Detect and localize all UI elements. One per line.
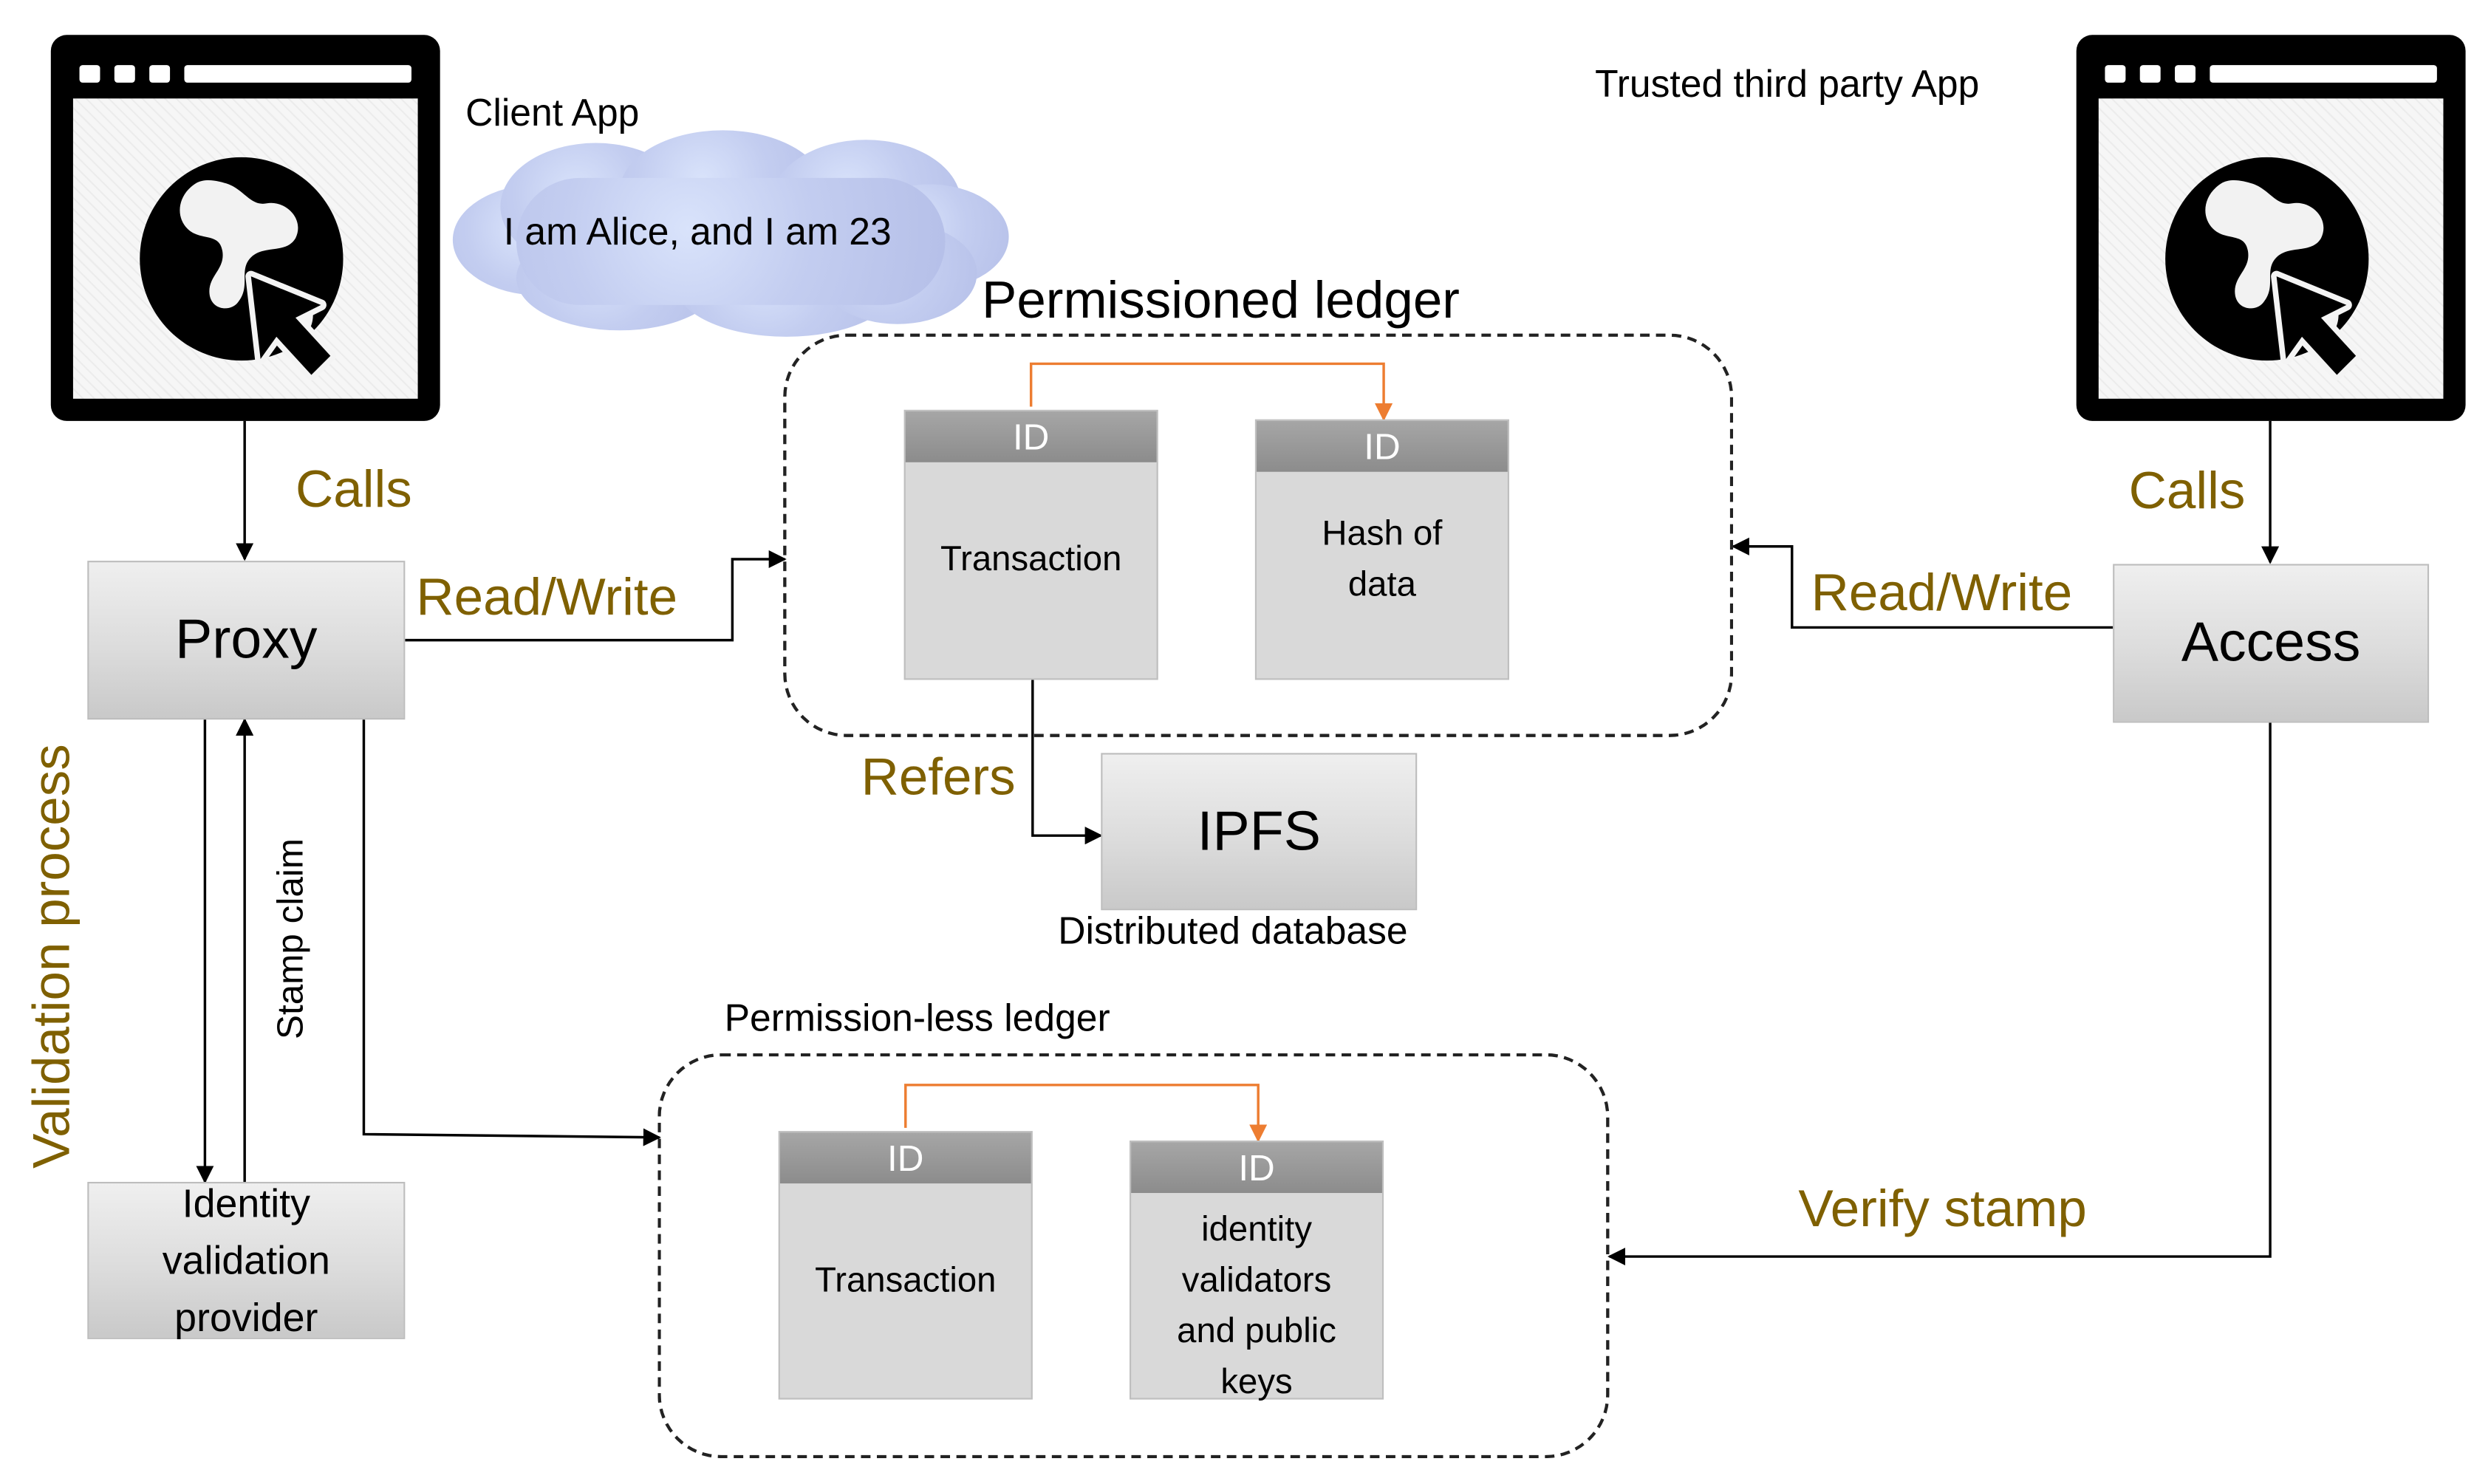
ipfs-caption: Distributed database — [1058, 910, 1408, 954]
globe-cursor-icon — [140, 157, 344, 381]
id-link-permissionless — [904, 1084, 1268, 1143]
claim-text: I am Alice, and I am 23 — [503, 211, 892, 255]
stamp-claim-label: Stamp claim — [269, 838, 311, 1040]
window-dot — [114, 65, 135, 83]
id-link-permissioned — [1029, 362, 1393, 422]
ledger-card-transaction: ID Transaction — [778, 1131, 1033, 1400]
card-id-header: ID — [1131, 1142, 1382, 1194]
window-dot — [149, 65, 171, 83]
browser-viewport — [72, 98, 418, 399]
identity-provider-line: provider — [174, 1295, 318, 1340]
card-body-line: Transaction — [815, 1259, 997, 1300]
address-bar — [184, 65, 411, 83]
card-id-header: ID — [905, 411, 1157, 462]
access-node: Access — [2113, 564, 2430, 723]
address-bar — [2210, 65, 2437, 83]
third-party-app-title: Trusted third party App — [1595, 64, 1980, 107]
window-dot — [2175, 65, 2196, 83]
card-body-line: identity — [1201, 1208, 1313, 1249]
permissionless-ledger-title: Permission-less ledger — [724, 997, 1110, 1041]
card-body-line: keys — [1220, 1361, 1293, 1401]
read-write-label-right: Read/Write — [1811, 562, 2073, 621]
proxy-node: Proxy — [87, 561, 406, 720]
ledger-card-identity-validators: ID identity validators and public keys — [1130, 1141, 1384, 1401]
window-dot — [79, 65, 100, 83]
ledger-card-transaction: ID Transaction — [903, 409, 1158, 680]
card-body-line: data — [1347, 564, 1416, 604]
client-browser-window — [50, 35, 440, 421]
calls-label-left: Calls — [295, 459, 412, 519]
calls-label-right: Calls — [2128, 460, 2246, 520]
card-body-line: Transaction — [940, 538, 1122, 578]
identity-provider-node: Identity validation provider — [87, 1181, 406, 1340]
read-write-label-left: Read/Write — [416, 567, 678, 626]
refers-label: Refers — [861, 746, 1016, 806]
validation-process-label: Validation process — [21, 744, 81, 1169]
ledger-card-hash-of-data: ID Hash of data — [1254, 419, 1509, 680]
identity-provider-line: validation — [162, 1238, 330, 1283]
third-party-browser-window — [2076, 35, 2466, 421]
window-dot — [2105, 65, 2126, 83]
card-body-line: Hash of — [1322, 513, 1443, 553]
claim-cloud: I am Alice, and I am 23 — [452, 130, 1009, 340]
ipfs-node: IPFS — [1101, 753, 1418, 911]
read-write-arrow-right — [1731, 537, 2114, 629]
card-body-line: and public — [1177, 1310, 1336, 1350]
card-body-line: validators — [1181, 1259, 1332, 1300]
proxy-to-permissionless-arrow — [362, 719, 661, 1146]
card-id-header: ID — [779, 1132, 1031, 1184]
browser-viewport — [2098, 98, 2444, 399]
permissioned-ledger-container — [783, 333, 1734, 737]
window-dot — [2139, 65, 2161, 83]
permissioned-ledger-title: Permissioned ledger — [982, 270, 1460, 329]
identity-provider-line: Identity — [182, 1180, 310, 1226]
read-write-arrow-left — [405, 550, 787, 642]
globe-cursor-icon — [2165, 157, 2369, 381]
verify-stamp-arrow — [1607, 722, 2272, 1266]
refers-arrow — [1031, 680, 1103, 845]
client-app-title: Client App — [465, 92, 640, 135]
card-id-header: ID — [1257, 420, 1508, 472]
verify-stamp-label: Verify stamp — [1798, 1178, 2087, 1238]
permissionless-ledger-container — [657, 1053, 1610, 1459]
